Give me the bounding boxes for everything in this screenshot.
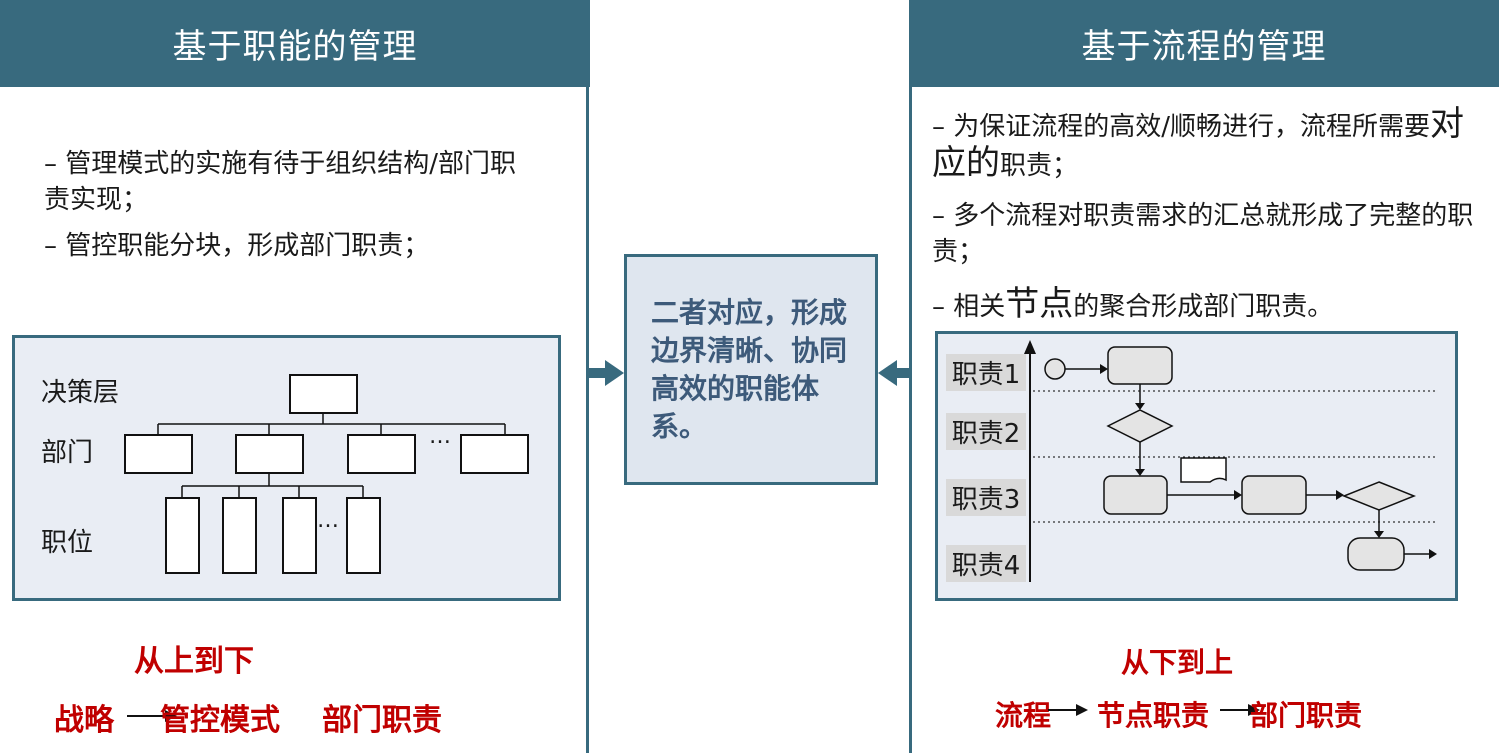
right-flow-arrow-1 [1048,704,1088,716]
level-label-department: 部门 [41,438,94,468]
left-title: 基于职能的管理 [172,27,418,67]
left-flow-2: 管控模式 [160,703,280,738]
flow-start-node [1044,358,1066,380]
right-title: 基于流程的管理 [1081,27,1327,67]
org-node-top [289,374,358,414]
lane-label-4: 职责4 [946,545,1026,582]
org-node-pos-1 [165,497,200,574]
flow-document [1180,457,1227,483]
org-node-pos-3 [282,497,317,574]
org-chart-panel: 决策层 部门 职位 … … [12,335,561,601]
right-direction: 从下到上 [1121,646,1234,679]
org-node-dept-3 [347,434,416,474]
right-bullet-1-text-a: – 为保证流程的高效/顺畅进行，流程所需要 [932,112,1431,142]
right-divider [909,87,912,753]
right-bullet-1-emphasis: 对应的 [932,104,1465,183]
right-header: 基于流程的管理 [909,0,1499,87]
left-divider [586,87,589,753]
lane-label-2: 职责2 [946,413,1026,450]
right-bullet-3: – 相关节点的聚合形成部门职责。 [932,286,1487,325]
right-bullet-3-text-b: 的聚合形成部门职责。 [1073,292,1334,322]
right-flow-arrow-2 [1220,704,1260,716]
org-ellipsis-pos: … [317,508,339,533]
lane-label-1: 职责1 [946,354,1026,391]
level-label-position: 职位 [41,528,94,558]
right-bullet-1-text-b: 职责； [1000,151,1079,181]
level-label-decision: 决策层 [41,378,120,408]
left-flow-1: 战略 [54,703,114,738]
org-node-pos-4 [346,497,381,574]
flow-task-2 [1103,475,1168,515]
left-header: 基于职能的管理 [0,0,590,87]
center-summary-box: 二者对应，形成边界清晰、协同高效的职能体系。 [624,254,878,485]
left-bullet-2: – 管控职能分块，形成部门职责； [44,231,430,261]
left-flow-arrow-1 [127,710,177,722]
right-flow-1: 流程 [995,699,1052,732]
flow-task-1 [1107,346,1173,385]
org-node-dept-2 [235,434,304,474]
left-direction: 从上到下 [134,644,254,679]
left-bullet-1: – 管理模式的实施有待于组织结构/部门职责实现； [44,149,517,215]
flow-decision-1 [1106,409,1174,443]
flow-terminal [1347,537,1405,571]
right-bullet-1: – 为保证流程的高效/顺畅进行，流程所需要对应的职责； [932,106,1487,184]
org-chart-svg [124,374,529,574]
center-summary-text: 二者对应，形成边界清晰、协同高效的职能体系。 [651,295,848,443]
org-node-dept-1 [124,434,193,474]
flow-decision-2 [1341,481,1417,511]
right-bullet-3-text-a: – 相关 [932,292,1006,322]
org-ellipsis-dept: … [429,424,451,449]
flow-task-3 [1241,475,1307,515]
right-flow-2: 节点职责 [1097,699,1210,732]
lane-label-3: 职责3 [946,479,1026,516]
right-bullet-2: – 多个流程对职责需求的汇总就形成了完整的职责； [932,201,1474,267]
org-node-dept-4 [460,434,529,474]
right-bullet-3-emphasis: 节点 [1005,284,1074,324]
left-flow-3: 部门职责 [322,703,442,738]
right-flow-3: 部门职责 [1250,699,1363,732]
